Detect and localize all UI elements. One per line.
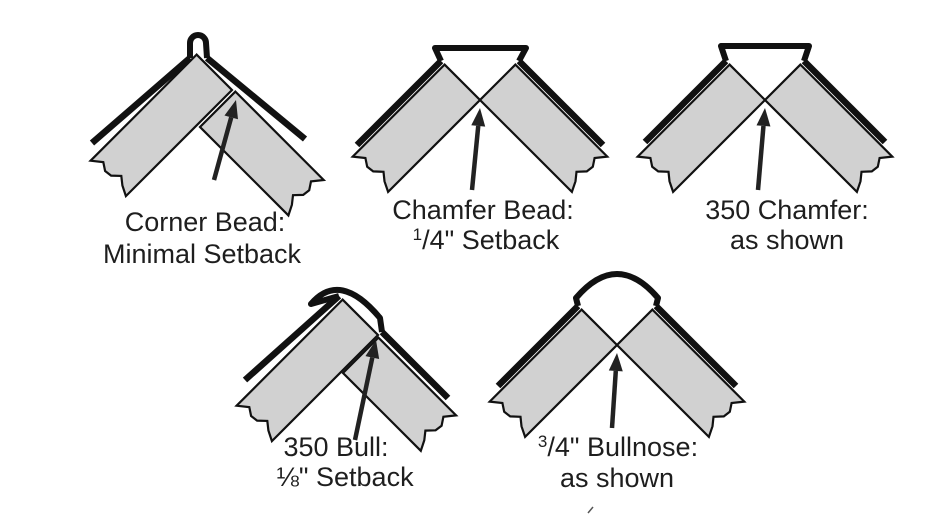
- setback-arrow-arrowhead-icon: [608, 353, 623, 372]
- bullnose-arc: [573, 271, 661, 307]
- setback-arrow-arrowhead-icon: [756, 108, 771, 127]
- right-bead-flange: [204, 55, 308, 142]
- left-drywall-board: [350, 63, 482, 194]
- setback-arrow-arrowhead-icon: [224, 100, 238, 120]
- setback-text: /4" Setback: [422, 225, 560, 255]
- bullnose-text: /4" Bullnose:: [547, 432, 698, 462]
- fraction-numerator: 1: [413, 225, 422, 244]
- right-bead-flange: [653, 303, 739, 389]
- corner-bead-title: Corner Bead:: [125, 207, 286, 237]
- left-bead-flange: [495, 303, 581, 389]
- 350-bull-title: 350 Bull:: [283, 432, 388, 462]
- left-drywall-board: [234, 298, 380, 444]
- setback-arrow-arrowhead-icon: [471, 108, 486, 127]
- left-drywall-board: [635, 63, 767, 194]
- left-bead-flange: [642, 58, 729, 145]
- 350-bull-setback: ⅛" Setback: [276, 462, 414, 492]
- chamfer-bead-setback: 1/4" Setback: [413, 225, 560, 255]
- right-bead-flange: [516, 58, 606, 148]
- setback-arrow-shaft: [211, 116, 234, 181]
- left-bead-flange: [354, 58, 444, 148]
- fraction-numerator: 3: [538, 432, 547, 451]
- right-bead-flange: [801, 58, 888, 145]
- setback-arrow-shaft: [609, 370, 619, 429]
- bullnose-title: 3/4" Bullnose:: [538, 432, 698, 462]
- right-drywall-board: [763, 63, 895, 194]
- bullnose-setback: as shown: [560, 463, 674, 493]
- corner-bead-setback: Minimal Setback: [103, 239, 302, 269]
- right-drywall-board: [198, 90, 327, 218]
- left-drywall-board: [487, 308, 619, 439]
- chamfer-face: [718, 43, 812, 62]
- bull-nose: [308, 286, 385, 333]
- left-bead-flange: [89, 55, 193, 146]
- setback-arrow-arrowhead-icon: [365, 340, 380, 360]
- setback-arrow-shaft: [469, 125, 481, 191]
- stray-mark: [587, 506, 594, 514]
- left-bead-flange: [242, 293, 342, 383]
- setback-arrow-shaft: [755, 125, 766, 191]
- right-drywall-board: [615, 308, 747, 439]
- 350-chamfer-title: 350 Chamfer:: [705, 195, 869, 225]
- left-drywall-board: [88, 53, 234, 199]
- chamfer-face: [432, 45, 529, 63]
- setback-arrow-shaft: [352, 357, 375, 441]
- chamfer-bead-title: Chamfer Bead:: [392, 195, 574, 225]
- 350-chamfer-setback: as shown: [730, 225, 844, 255]
- right-drywall-board: [478, 63, 610, 194]
- bead-nose: [187, 32, 210, 59]
- right-bead-flange: [379, 329, 451, 401]
